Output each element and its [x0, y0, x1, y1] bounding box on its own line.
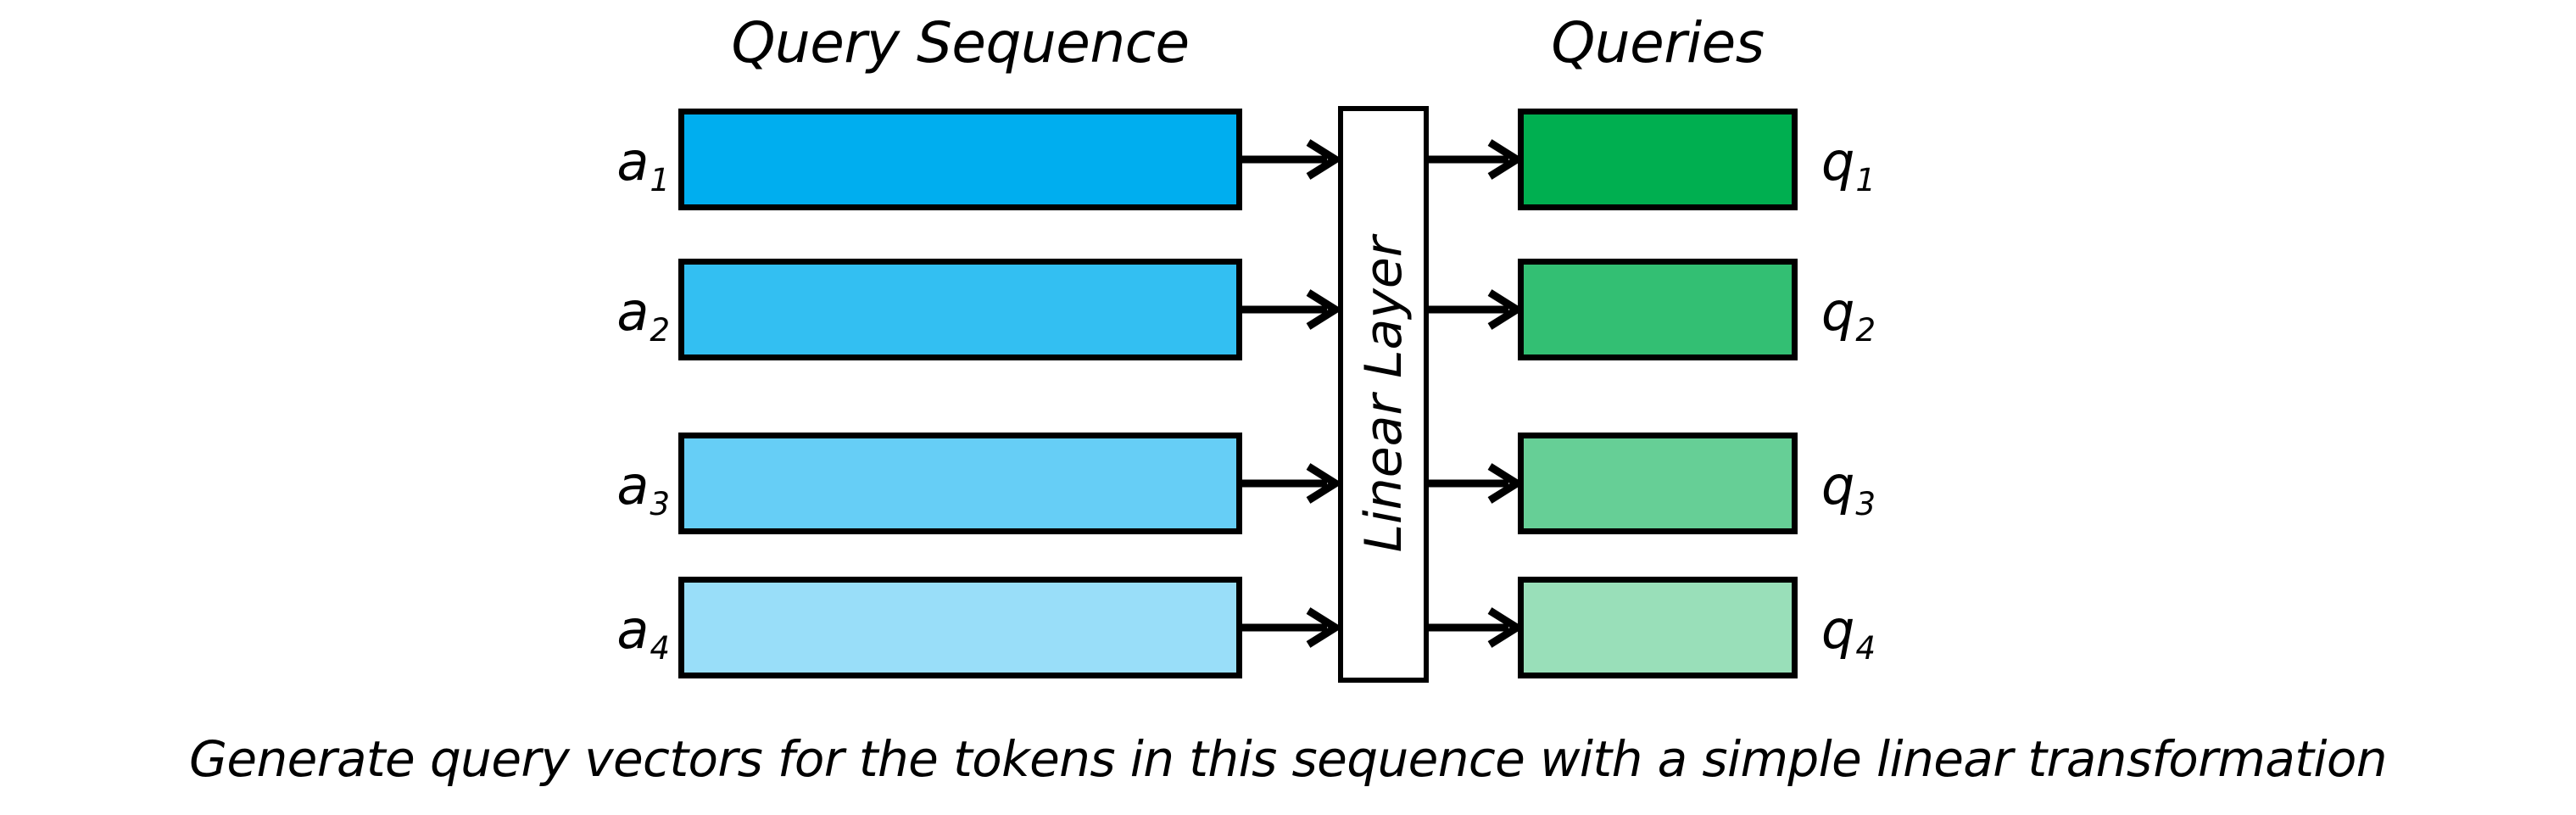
query-label-4: q4 — [1821, 604, 1923, 664]
figure-caption: Generate query vectors for the tokens in… — [189, 730, 2387, 788]
token-label-2: a2 — [594, 286, 670, 346]
query-label-3-base: q — [1821, 455, 1855, 516]
query-label-4-subscript: 4 — [1855, 629, 1876, 667]
token-label-1: a1 — [594, 136, 670, 196]
arrow-out-3 — [1429, 463, 1525, 504]
query-label-3-subscript: 3 — [1855, 485, 1876, 523]
arrow-out-4 — [1429, 607, 1525, 648]
token-label-3-subscript: 3 — [650, 485, 670, 523]
linear-layer-box: Linear Layer — [1338, 106, 1429, 683]
token-label-4-base: a — [616, 599, 650, 661]
query-box-3 — [1518, 433, 1798, 534]
arrow-out-2 — [1429, 289, 1525, 330]
query-label-1: q1 — [1821, 136, 1923, 196]
token-label-1-subscript: 1 — [650, 161, 670, 199]
token-label-2-base: a — [616, 281, 650, 343]
query-label-2-subscript: 2 — [1855, 311, 1876, 349]
token-label-3: a3 — [594, 460, 670, 520]
column-title-query-sequence: Query Sequence — [731, 10, 1190, 75]
query-label-2: q2 — [1821, 286, 1923, 346]
query-label-1-subscript: 1 — [1855, 161, 1876, 199]
token-label-4: a4 — [594, 604, 670, 664]
linear-layer-label: Linear Layer — [1353, 236, 1413, 553]
arrow-in-2 — [1242, 289, 1343, 330]
query-label-2-base: q — [1821, 281, 1855, 343]
arrow-in-3 — [1242, 463, 1343, 504]
query-box-4 — [1518, 577, 1798, 678]
token-label-2-subscript: 2 — [650, 311, 670, 349]
token-box-4 — [678, 577, 1242, 678]
query-box-2 — [1518, 259, 1798, 360]
token-label-3-base: a — [616, 455, 650, 516]
token-label-1-base: a — [616, 131, 650, 193]
token-box-2 — [678, 259, 1242, 360]
arrow-in-1 — [1242, 139, 1343, 180]
query-label-3: q3 — [1821, 460, 1923, 520]
query-box-1 — [1518, 109, 1798, 210]
token-box-3 — [678, 433, 1242, 534]
query-label-1-base: q — [1821, 131, 1855, 193]
column-title-queries: Queries — [1551, 10, 1765, 75]
token-label-4-subscript: 4 — [650, 629, 670, 667]
arrow-in-4 — [1242, 607, 1343, 648]
arrow-out-1 — [1429, 139, 1525, 180]
token-box-1 — [678, 109, 1242, 210]
query-label-4-base: q — [1821, 599, 1855, 661]
